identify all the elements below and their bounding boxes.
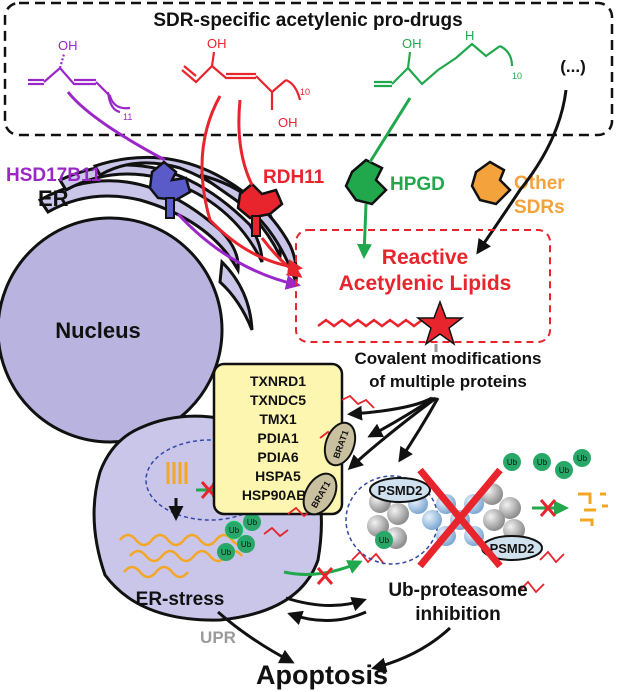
svg-text:Ub: Ub — [379, 536, 390, 545]
protein-item: TMX1 — [259, 411, 297, 427]
protein-item: TXNRD1 — [250, 373, 306, 389]
svg-text:Ub: Ub — [241, 540, 252, 549]
arrow-m2-rdh-a — [200, 95, 303, 275]
apoptosis-label: Apoptosis — [256, 660, 388, 690]
m3-h: H — [465, 28, 474, 43]
protein-item: HSPA5 — [255, 468, 301, 484]
protein-item: PDIA1 — [257, 430, 298, 446]
panel-title: SDR-specific acetylenic pro-drugs — [153, 10, 462, 31]
m2-oh-top: OH — [207, 36, 227, 51]
m3-oh: OH — [402, 36, 422, 51]
reactive-line2: Acetylenic Lipids — [339, 272, 512, 295]
rdh11-enzyme — [236, 182, 284, 237]
arrow-to-protein-box — [347, 396, 433, 421]
m3-sub: 10 — [512, 71, 522, 81]
svg-text:Ub: Ub — [559, 466, 570, 475]
molecule-2 — [181, 51, 302, 110]
m1-sub: 11 — [123, 112, 132, 122]
svg-text:Ub: Ub — [507, 458, 518, 467]
molecule-1 — [28, 53, 131, 114]
psmd2-upper: PSMD2 — [369, 477, 431, 503]
hsd17b11-enzyme — [148, 160, 192, 219]
arrow-m3-hpgd — [368, 97, 412, 163]
brat1-lower: BRAT1 — [302, 472, 338, 516]
psmd2-lower: PSMD2 — [481, 535, 543, 561]
ub-tags-er: Ub Ub Ub Ub — [217, 513, 261, 561]
unfolded-protein — [166, 462, 188, 484]
m2-sub: 10 — [300, 87, 310, 97]
svg-text:Ub: Ub — [537, 458, 548, 467]
arrow-inhibition-to-stress — [287, 610, 367, 626]
lipid-chain — [317, 318, 431, 328]
arrow-to-psmd2 — [398, 397, 440, 463]
hpgd-enzyme — [344, 158, 388, 206]
ub-proteasome-line2: inhibition — [415, 604, 500, 625]
covalent-line1: Covalent modifications — [354, 349, 541, 368]
nucleus — [0, 216, 224, 444]
arrow-m2-rdh-b — [237, 99, 254, 186]
reactive-line1: Reactive — [382, 246, 468, 269]
svg-text:Ub: Ub — [221, 548, 232, 557]
proteasome-block-x — [417, 467, 503, 569]
arrow-m1-hsd — [66, 91, 166, 162]
protein-item: PDIA6 — [257, 449, 298, 465]
svg-text:Ub: Ub — [247, 518, 258, 527]
svg-text:PSMD2: PSMD2 — [378, 483, 423, 498]
protein-item: HSP90AB1 — [242, 487, 315, 503]
er-proteasome-block-x — [316, 567, 334, 585]
er-membrane — [37, 155, 298, 331]
reactive-lipids-box — [295, 229, 551, 343]
reactive-star — [415, 299, 465, 346]
molecule-3 — [374, 42, 514, 88]
m2-oh-bottom: OH — [278, 115, 298, 130]
er-stress-label: ER-stress — [136, 589, 225, 610]
protein-list: TXNRD1 TXNDC5 TMX1 PDIA1 PDIA6 HSPA5 HSP… — [242, 373, 315, 503]
m1-oh: OH — [58, 38, 78, 53]
upr-label: UPR — [200, 628, 236, 647]
rdh11-label: RDH11 — [263, 167, 325, 188]
arrow-stress-to-apoptosis — [217, 610, 295, 664]
arrow-to-brat1-b — [347, 396, 437, 471]
arrow-to-brat1-a — [367, 396, 435, 438]
svg-text:Ub: Ub — [577, 454, 588, 463]
ub-tags-proteasome: Ub Ub Ub Ub Ub — [375, 449, 591, 549]
hpgd-label: HPGD — [390, 174, 445, 195]
arrow-inhibition-to-apoptosis — [371, 626, 452, 673]
other-sdrs-line1: Other — [514, 173, 565, 194]
svg-text:PSMD2: PSMD2 — [490, 541, 535, 556]
peptide-fragments — [578, 492, 608, 526]
nucleus-label: Nucleus — [55, 318, 141, 343]
hsd17b11-label: HSD17B11 — [6, 165, 101, 186]
arrow-stress-to-inhibition — [285, 596, 367, 612]
brat1-upper: BRAT1 — [323, 421, 357, 467]
degradation-block-x — [539, 499, 557, 517]
other-sdr-enzyme — [470, 160, 512, 206]
arrow-hpgd-lipids — [356, 203, 372, 259]
protein-item: TXNDC5 — [250, 392, 306, 408]
other-sdrs-line2: SDRs — [514, 197, 565, 218]
prodrug-panel — [3, 1, 614, 137]
ub-proteasome-line1: Ub-proteasome — [388, 580, 527, 601]
svg-text:Ub: Ub — [229, 526, 240, 535]
arrow-hsd-lipids — [176, 212, 301, 290]
more-prodrugs: (...) — [560, 57, 586, 76]
er-label: ER — [38, 186, 69, 211]
covalent-line2: of multiple proteins — [369, 372, 527, 391]
